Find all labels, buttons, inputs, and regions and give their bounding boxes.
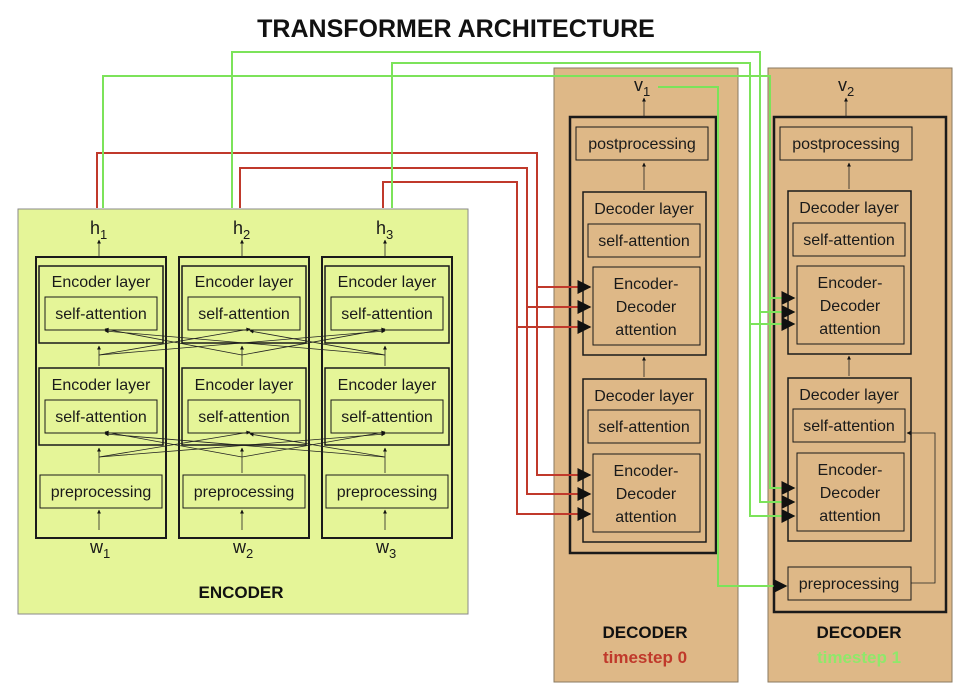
encoder-output-h2: h2 <box>233 218 250 242</box>
encoder-layer-label: Encoder layer <box>338 377 437 394</box>
encdec-label-line1: Encoder- <box>818 462 883 479</box>
self-attention-label: self-attention <box>341 306 433 323</box>
encoder-column-2: Encoder layer self-attention Encoder lay… <box>178 256 310 539</box>
decoder-timestep-1: postprocessing Decoder layer self-attent… <box>772 97 948 614</box>
encdec-label-line3: attention <box>615 322 676 339</box>
self-attention-label: self-attention <box>598 419 690 436</box>
encoder-label: ENCODER <box>198 583 283 602</box>
decoder-label-1: DECODER <box>816 623 901 642</box>
preprocessing-label: preprocessing <box>51 484 152 501</box>
decoder-layer-label: Decoder layer <box>594 201 694 218</box>
preprocessing-label: preprocessing <box>337 484 438 501</box>
encoder-layer-label: Encoder layer <box>52 377 151 394</box>
postprocessing-label: postprocessing <box>792 136 900 153</box>
encdec-label-line1: Encoder- <box>614 276 679 293</box>
diagram-title: TRANSFORMER ARCHITECTURE <box>257 15 655 43</box>
self-attention-label: self-attention <box>198 306 290 323</box>
timestep-0-label: timestep 0 <box>603 648 687 667</box>
encoder-input-w1: w1 <box>89 537 110 561</box>
decoder-layer-label: Decoder layer <box>799 200 899 217</box>
encdec-label-line3: attention <box>819 321 880 338</box>
encdec-label-line2: Decoder <box>820 485 881 502</box>
encoder-panel <box>17 208 469 615</box>
encdec-label-line2: Decoder <box>616 299 677 316</box>
decoder-panel-timestep-0 <box>553 67 739 683</box>
encoder-output-h3: h3 <box>376 218 393 242</box>
decoder-timestep-0: postprocessing Decoder layer self-attent… <box>568 97 718 555</box>
self-attention-label: self-attention <box>598 233 690 250</box>
encoder-layer-label: Encoder layer <box>338 274 437 291</box>
timestep-1-label: timestep 1 <box>817 648 901 667</box>
decoder-output-v2: v2 <box>838 75 854 99</box>
decoder-panel-timestep-1 <box>767 67 953 683</box>
encdec-label-line3: attention <box>819 508 880 525</box>
encoder-cross-lines-lower <box>98 430 386 458</box>
green-connections <box>102 51 796 593</box>
encoder-vertical-arrows <box>97 239 387 530</box>
encdec-label-line3: attention <box>615 509 676 526</box>
encdec-label-line2: Decoder <box>616 486 677 503</box>
encdec-label-line1: Encoder- <box>818 275 883 292</box>
self-attention-label: self-attention <box>803 418 895 435</box>
encoder-column-1: Encoder layer self-attention Encoder lay… <box>35 256 167 539</box>
encoder-layer-label: Encoder layer <box>195 274 294 291</box>
encdec-label-line1: Encoder- <box>614 463 679 480</box>
encoder-column-3: Encoder layer self-attention Encoder lay… <box>321 256 453 539</box>
self-attention-label: self-attention <box>198 409 290 426</box>
self-attention-label: self-attention <box>55 409 147 426</box>
encoder-input-w2: w2 <box>232 537 253 561</box>
encdec-label-line2: Decoder <box>820 298 881 315</box>
encoder-input-w3: w3 <box>375 537 396 561</box>
self-attention-label: self-attention <box>55 306 147 323</box>
preprocessing-label: preprocessing <box>194 484 295 501</box>
decoder-layer-label: Decoder layer <box>594 388 694 405</box>
preprocessing-label: preprocessing <box>799 576 900 593</box>
postprocessing-label: postprocessing <box>588 136 696 153</box>
decoder-output-v1: v1 <box>634 75 650 99</box>
self-attention-label: self-attention <box>803 232 895 249</box>
self-attention-label: self-attention <box>341 409 433 426</box>
encoder-layer-label: Encoder layer <box>52 274 151 291</box>
encoder-output-h1: h1 <box>90 218 107 242</box>
decoder-label-0: DECODER <box>602 623 687 642</box>
decoder-layer-label: Decoder layer <box>799 387 899 404</box>
red-connections <box>96 152 592 521</box>
encoder-layer-label: Encoder layer <box>195 377 294 394</box>
encoder-cross-lines-upper <box>98 327 386 356</box>
